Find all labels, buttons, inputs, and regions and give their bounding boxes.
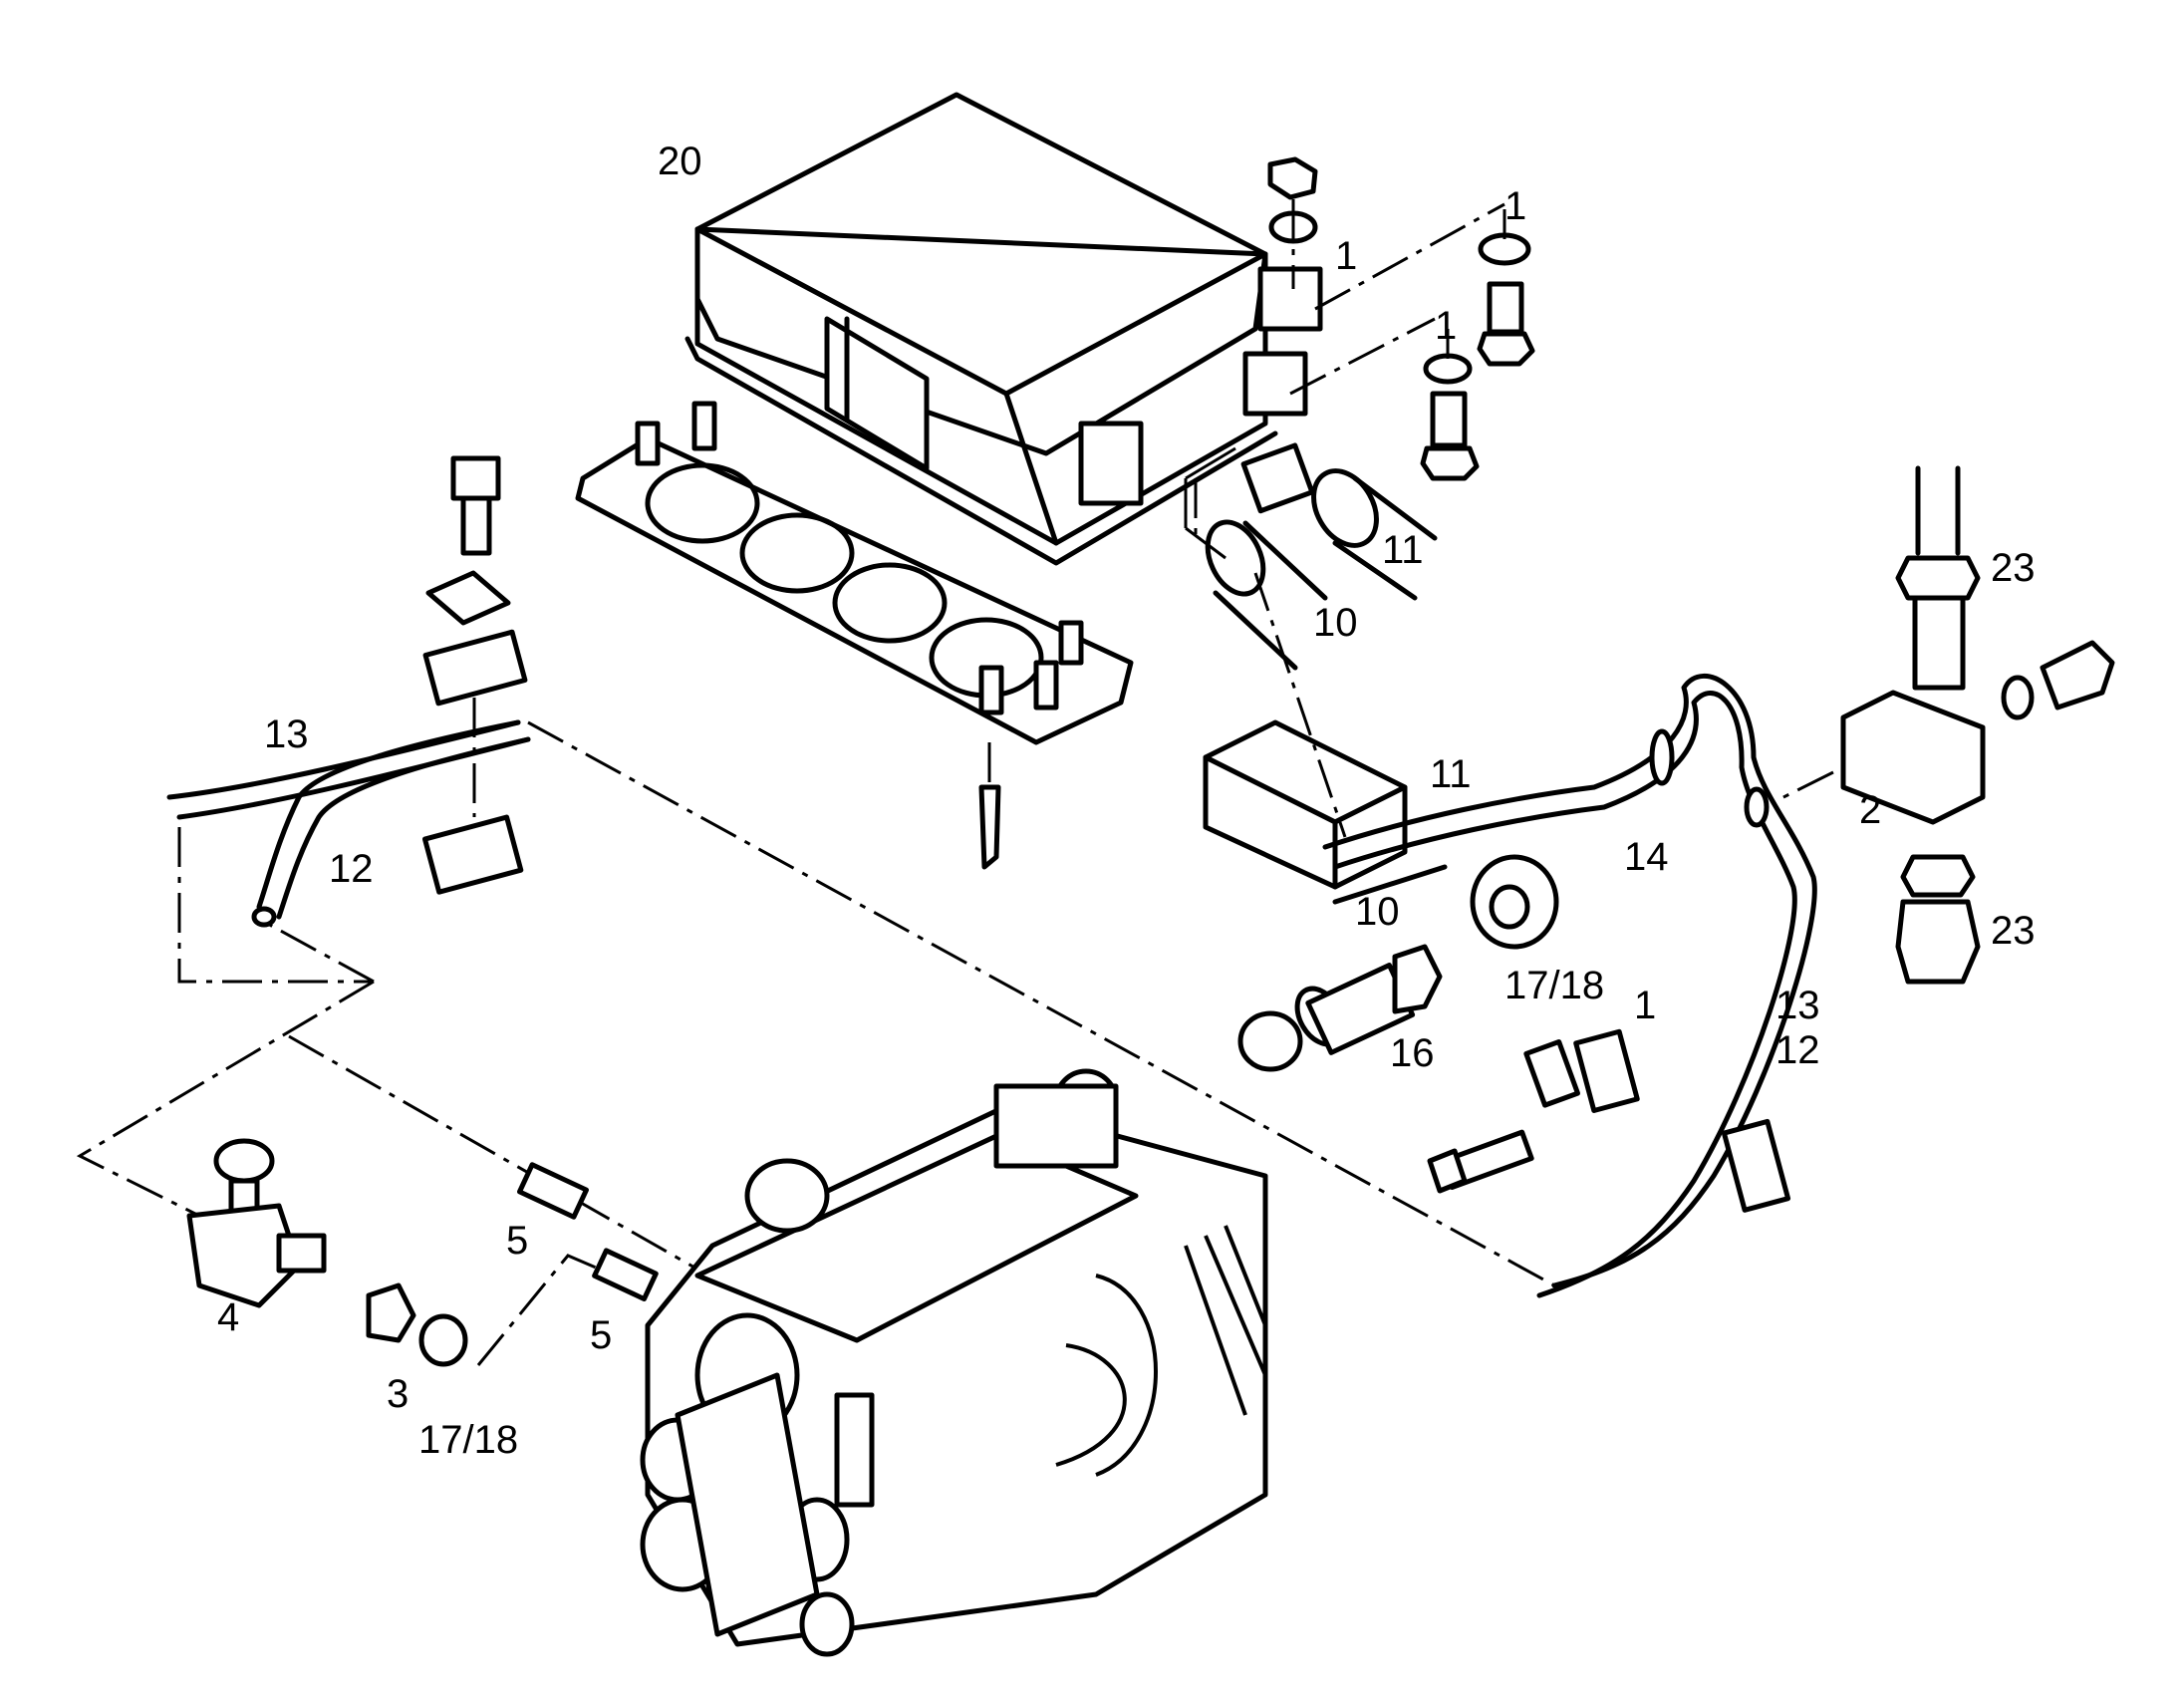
label-10-upper: 10 [1313,601,1358,645]
part-20-housing [684,92,1323,566]
label-23-upper: 23 [1991,546,2036,590]
fitting-16-clamp-nut [1237,854,1559,1072]
gasket-plate [575,401,1134,745]
label-10-lower: 10 [1355,890,1400,934]
label-14: 14 [1624,835,1669,879]
tap-and-fittings-left [186,1138,659,1367]
label-12-right: 12 [1775,1028,1820,1072]
label-1-clip-right: 1 [1634,984,1656,1027]
label-5-lower: 5 [590,1313,612,1357]
label-1-right: 1 [1435,304,1457,348]
label-17-18-right: 17/18 [1504,964,1604,1007]
label-3: 3 [387,1372,409,1416]
hardware-upper-right [1267,156,1535,481]
label-16: 16 [1390,1031,1435,1075]
label-12-left: 12 [329,847,374,891]
pipe-run-right [1322,674,1817,1298]
gasket-screw [978,742,1001,870]
label-23-lower: 23 [1991,909,2036,953]
label-13-left: 13 [264,712,309,756]
bolt-and-clips-left [421,455,528,895]
label-1-top: 1 [1335,234,1357,278]
part-labels: 20 1 1 1 11 10 23 2 23 13 12 11 10 14 17… [217,140,2036,1462]
label-5-upper: 5 [506,1219,528,1263]
label-11-upper: 11 [1382,528,1424,572]
control-box [1203,719,1448,905]
engine-block [640,1068,1268,1657]
label-4: 4 [217,1295,239,1339]
label-13-right: 13 [1775,984,1820,1027]
pipe-clips-right [1427,1028,1791,1213]
label-20: 20 [658,140,702,183]
label-1-upper-right: 1 [1504,184,1526,228]
part-2-bracket-and-23-fittings [1840,465,2115,985]
label-17-18-left: 17/18 [418,1418,518,1462]
label-11-lower: 11 [1430,752,1472,796]
label-2: 2 [1859,788,1881,832]
